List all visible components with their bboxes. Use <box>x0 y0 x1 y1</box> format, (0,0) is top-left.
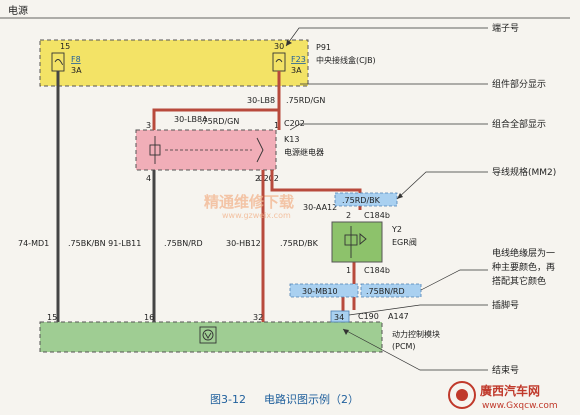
figure-label: 图3-12 <box>210 393 246 406</box>
figure-title: 电路识图示例（2） <box>264 392 359 406</box>
egr-solenoid-icon <box>344 226 367 258</box>
wire-label-top1: 30-LB8 <box>247 96 275 105</box>
callout-insulation-3: 搭配其它颜色 <box>492 275 546 287</box>
pcm-connector: C190 <box>358 312 379 321</box>
relay-pin-br: 2 <box>255 174 260 183</box>
fuse-left-amp: 3A <box>71 66 82 75</box>
logo-url: www.Gxqcw.com <box>482 401 558 411</box>
logo-text: 廣西汽车网 <box>480 383 540 398</box>
callout-pin-number: 插脚号 <box>492 299 519 311</box>
wire-label-w3: .75BN/RD <box>164 239 203 248</box>
wire-top-red <box>152 71 281 130</box>
pcm-name2: (PCM) <box>392 342 416 351</box>
callout-end-number: 结束号 <box>492 364 519 376</box>
relay-coil-icon <box>149 136 264 164</box>
relay-name: 电源继电器 <box>284 147 324 157</box>
wire-label-top2: .75RD/GN <box>286 96 325 105</box>
egr-name: EGR阀 <box>392 238 417 247</box>
pcm-splice: A147 <box>388 312 409 321</box>
relay-connector-bottom: C202 <box>258 174 279 183</box>
relay-connector-top: C202 <box>284 119 305 128</box>
wire-label-w1: 74-MD1 <box>18 239 49 248</box>
egr-pin-top: 2 <box>346 211 351 220</box>
callout-terminal-number: 端子号 <box>492 22 519 34</box>
egr-connector-top: C184b <box>364 211 390 220</box>
relay-pin-tl: 3 <box>146 121 151 130</box>
watermark-url: www.gzweix.com <box>222 211 291 220</box>
cjb-pin-right: 30 <box>274 42 284 51</box>
callout-arrows <box>286 40 403 335</box>
pcm-module-icon <box>199 326 217 344</box>
egr-ref: Y2 <box>391 225 402 234</box>
watermark-text: 精通维修下载 <box>204 193 294 211</box>
site-logo: 廣西汽车网 www.Gxqcw.com <box>448 381 558 411</box>
callout-insulation-2: 种主要颜色，再 <box>492 261 555 273</box>
wire-label-relay-spec: .75RD/GN <box>200 117 239 126</box>
relay-pin-bl: 4 <box>146 174 151 183</box>
cjb-block <box>39 39 309 87</box>
pcm-pin2: 16 <box>144 313 154 322</box>
fuse-right-amp: 3A <box>291 66 302 75</box>
pcm-block <box>39 321 383 353</box>
wire-label-egr-out-circuit: 30-MB10 <box>302 287 338 296</box>
pcm-name: 动力控制模块 <box>392 329 440 339</box>
wire-spec-box-mb10 <box>289 283 359 298</box>
callout-insulation-1: 电线绝缘层为一 <box>492 247 555 259</box>
callout-component-partial: 组件部分显示 <box>492 78 546 90</box>
pcm-pin1: 15 <box>47 313 57 322</box>
cjb-ref: P91 <box>316 43 331 52</box>
wire-label-w2: .75BK/BN 91-LB11 <box>68 239 141 248</box>
wire-label-w5: .75RD/BK <box>280 239 319 248</box>
fuse-right-label: F23 <box>291 55 306 64</box>
wire-label-w4: 30-HB12 <box>226 239 261 248</box>
wire-label-egr-spec: .75RD/BK <box>342 196 381 205</box>
wire-spec-box-egr <box>334 192 398 207</box>
wire-label-egr-circuit: 30-AA12 <box>303 203 337 212</box>
wire-label-egr-out-spec: .75BN/RD <box>366 287 405 296</box>
cjb-name: 中央接线盒(CJB) <box>316 55 376 65</box>
wire-spec-box-bnrd <box>360 283 422 298</box>
egr-connector-bottom: C184b <box>364 266 390 275</box>
pcm-pin4-box <box>330 310 350 323</box>
pcm-pin3: 32 <box>253 313 263 322</box>
section-title: 电源 <box>8 4 28 17</box>
cjb-pin-left: 15 <box>60 42 70 51</box>
pcm-pin4: 34 <box>334 313 344 322</box>
relay-ref: K13 <box>284 135 299 144</box>
callout-component-full: 组合全部显示 <box>492 118 546 130</box>
callout-lines <box>285 27 488 371</box>
egr-pin-bottom: 1 <box>346 266 351 275</box>
relay-pin-tr: 1 <box>274 121 279 130</box>
fuse-left-label: F8 <box>71 55 81 64</box>
callout-wire-gauge: 导线规格(MM2) <box>492 166 556 178</box>
wire-label-relay-in: 30-LB8A <box>174 115 208 124</box>
